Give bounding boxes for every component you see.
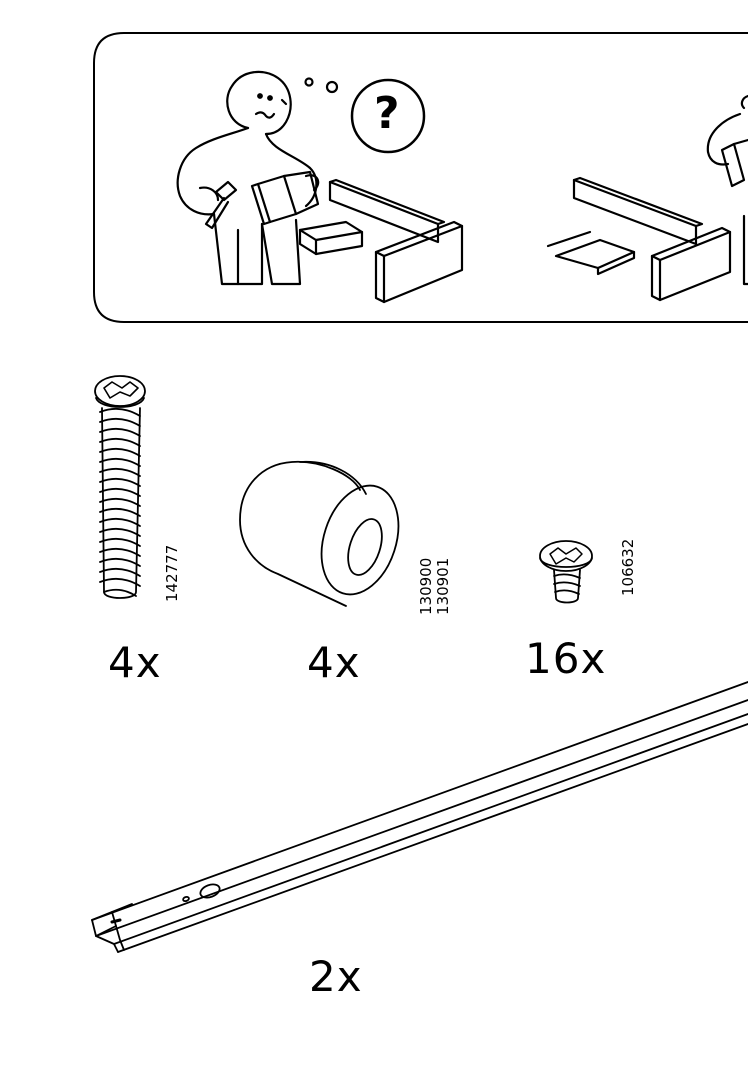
loose-boards-left <box>298 178 464 304</box>
article-number: 142777 <box>163 544 181 602</box>
metal-rail-drawing <box>91 681 748 953</box>
cylinder-spacer-drawing <box>239 460 400 607</box>
spacer-article-numbers: 130900 130901 <box>417 557 452 615</box>
thought-dot-medium <box>325 80 339 94</box>
article-number: 130901 <box>434 557 452 615</box>
reading-person-figure <box>706 94 748 286</box>
short-screw-article-number: 106632 <box>619 538 637 596</box>
short-screw-drawing <box>539 540 593 604</box>
article-number: 130900 <box>417 557 435 615</box>
spacer-quantity: 4x <box>307 638 361 687</box>
loose-boards-right <box>546 176 732 302</box>
long-screw-article-number: 142777 <box>163 544 181 602</box>
help-panel-frame <box>93 32 748 323</box>
long-screw-quantity: 4x <box>108 638 162 687</box>
long-screw-drawing <box>94 375 146 599</box>
rail-quantity: 2x <box>309 952 363 1001</box>
article-number: 106632 <box>619 538 637 596</box>
short-screw-quantity: 16x <box>525 634 607 683</box>
confused-person-figure <box>176 70 320 286</box>
question-bubble <box>350 78 426 154</box>
question-mark-text: ? <box>374 88 400 139</box>
thought-dot-small <box>304 77 314 87</box>
